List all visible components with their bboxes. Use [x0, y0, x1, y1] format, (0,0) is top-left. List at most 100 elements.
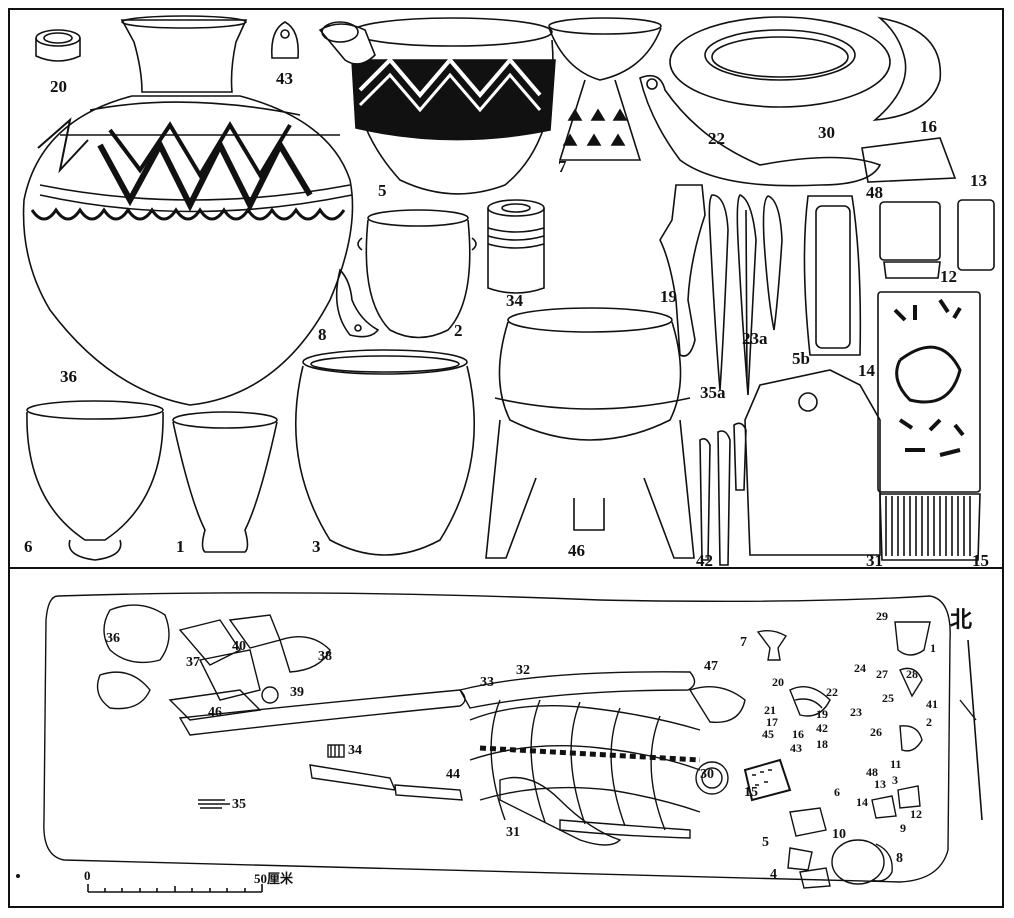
- plan-label-41: 41: [926, 697, 938, 711]
- plan-label-10: 10: [832, 827, 846, 842]
- plan-label-39: 39: [290, 685, 304, 700]
- plan-label-22: 22: [826, 685, 838, 699]
- artifact-15-carved-comb: [877, 291, 981, 561]
- plan-label-18: 18: [816, 737, 828, 751]
- artifact-2-lugged-jar: [357, 209, 477, 339]
- label-7: 7: [558, 157, 567, 176]
- rib-cage: [469, 686, 746, 831]
- label-8: 8: [318, 325, 327, 344]
- plan-label-48: 48: [866, 765, 878, 779]
- artifact-35a-bone-point: [708, 194, 729, 391]
- plan-label-29: 29: [876, 609, 888, 623]
- scale-end: 50厘米: [254, 871, 294, 886]
- artifact-19-antler-tool: [659, 184, 706, 357]
- label-3: 3: [312, 537, 321, 556]
- arm-bones: [499, 776, 691, 846]
- artifact-10-jar-plan: [831, 839, 893, 885]
- panel-divider: [8, 567, 1004, 569]
- artifact-15-comb-plan: [743, 758, 792, 802]
- plan-label-13: 13: [874, 777, 886, 791]
- long-bones: [178, 671, 696, 801]
- label-22: 22: [708, 129, 725, 148]
- north-arrow: [959, 639, 983, 821]
- north-label: 北: [950, 607, 973, 632]
- plan-label-14: 14: [856, 795, 868, 809]
- plan-label-5: 5: [762, 835, 769, 850]
- artifact-48-fragment: [861, 137, 957, 183]
- corner-mark: [16, 874, 20, 878]
- plan-label-8: 8: [896, 851, 903, 866]
- label-35a: 35a: [700, 383, 726, 402]
- plan-label-47: 47: [704, 659, 718, 674]
- artifact-5-spouted-pot: [318, 17, 556, 195]
- label-43: 43: [276, 69, 293, 88]
- label-2: 2: [454, 321, 463, 340]
- label-20: 20: [50, 77, 67, 96]
- scale-start: 0: [84, 868, 91, 883]
- artifact-29-pot-plan: [894, 621, 931, 656]
- plan-label-9: 9: [900, 821, 906, 835]
- label-15: 15: [972, 551, 989, 570]
- plan-label-16: 16: [792, 727, 804, 741]
- plan-label-19: 19: [816, 707, 828, 721]
- label-30: 30: [818, 123, 835, 142]
- artifact-34-cylinder: [487, 199, 545, 294]
- plan-label-31: 31: [506, 825, 520, 840]
- plan-label-38: 38: [318, 649, 332, 664]
- plan-label-20: 20: [772, 675, 784, 689]
- plan-label-37: 37: [186, 655, 200, 670]
- bone-implements-plan: [789, 686, 831, 717]
- plan-label-46: 46: [208, 705, 222, 720]
- plan-label-24: 24: [854, 661, 866, 675]
- artifact-42-bone-pins: [699, 422, 747, 566]
- label-48: 48: [866, 183, 883, 202]
- plan-label-1: 1: [930, 641, 936, 655]
- label-36: 36: [60, 367, 77, 386]
- plan-label-21: 21: [764, 703, 776, 717]
- artifact-12-stone-block: [879, 199, 995, 279]
- label-31: 31: [866, 551, 883, 570]
- artifact-36-painted-jar: [22, 15, 354, 406]
- artifact-35-plan: [198, 799, 230, 809]
- plan-label-2: 2: [926, 715, 932, 729]
- artifact-20-cup: [35, 29, 81, 62]
- artifact-14-adze: [803, 195, 862, 356]
- sherds-plan: [787, 667, 923, 889]
- grave-pit-outline: [43, 592, 951, 883]
- plan-label-28: 28: [906, 667, 918, 681]
- artifact-7-cup-plan: [756, 629, 787, 661]
- artifact-30-stone-ring: [669, 16, 891, 108]
- artifact-22-bone-implement: [639, 74, 882, 187]
- artifact-7-pedestal-cup: [548, 17, 662, 161]
- label-5b: 5b: [792, 349, 810, 368]
- plan-label-40: 40: [232, 639, 246, 654]
- plan-label-44: 44: [446, 767, 460, 782]
- label-42: 42: [696, 551, 713, 570]
- label-1: 1: [176, 537, 185, 556]
- artifact-16-crescent: [872, 16, 942, 122]
- plan-label-43: 43: [790, 741, 802, 755]
- plan-label-30: 30: [700, 767, 714, 782]
- plan-label-4: 4: [770, 867, 777, 882]
- plan-label-26: 26: [870, 725, 882, 739]
- artifact-30-ring-plan: [695, 761, 729, 795]
- label-19: 19: [660, 287, 677, 306]
- plan-label-27: 27: [876, 667, 888, 681]
- plan-label-15: 15: [744, 785, 758, 800]
- artifact-43-pendant: [270, 21, 300, 59]
- artifact-23a-bone-point: [736, 194, 783, 396]
- artifact-46-tripod-ding: [485, 307, 695, 559]
- skull-cluster: [96, 604, 331, 721]
- label-12: 12: [940, 267, 957, 286]
- figure-frame: [8, 8, 1004, 908]
- label-14: 14: [858, 361, 875, 380]
- label-16: 16: [920, 117, 937, 136]
- plan-label-7: 7: [740, 635, 747, 650]
- label-46: 46: [568, 541, 585, 560]
- plan-label-25: 25: [882, 691, 894, 705]
- plan-label-3: 3: [892, 773, 898, 787]
- plan-label-33: 33: [480, 675, 494, 690]
- scale-bar: [87, 884, 263, 893]
